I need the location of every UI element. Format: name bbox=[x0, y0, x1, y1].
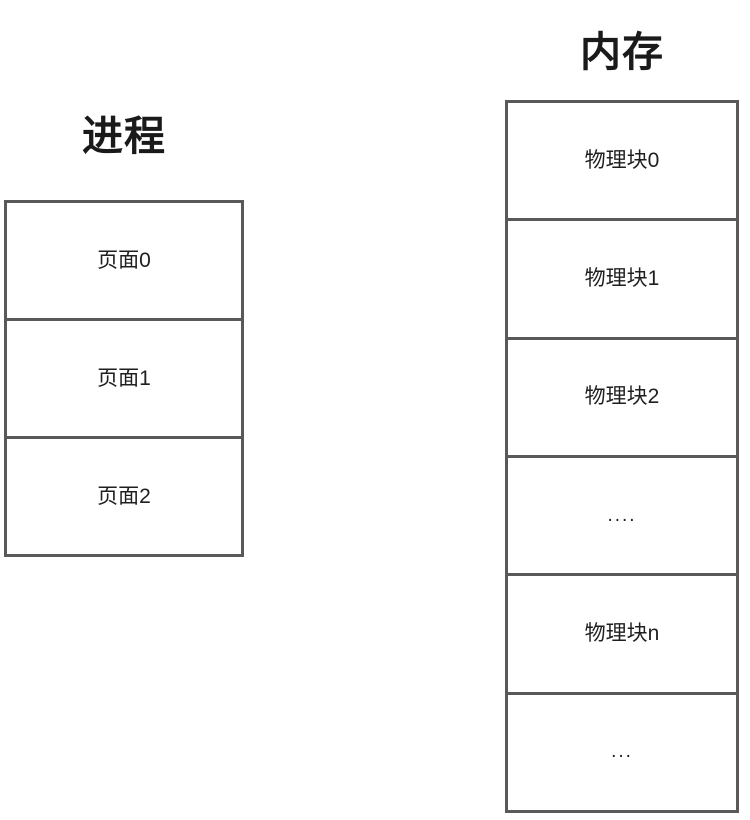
process-block-stack: 页面0 页面1 页面2 bbox=[4, 200, 244, 557]
memory-block-cell-1: 物理块1 bbox=[505, 218, 739, 340]
memory-block-cell-0: 物理块0 bbox=[505, 100, 739, 222]
process-page-cell-0: 页面0 bbox=[4, 200, 244, 321]
process-page-label-1: 页面1 bbox=[97, 366, 151, 390]
memory-block-label-1: 物理块1 bbox=[584, 266, 660, 290]
memory-block-label-0: 物理块0 bbox=[584, 148, 660, 172]
process-page-cell-1: 页面1 bbox=[4, 318, 244, 439]
memory-block-cell-2: 物理块2 bbox=[505, 336, 739, 458]
memory-block-cell-ellipsis-upper: .... bbox=[505, 454, 739, 577]
memory-block-label-2: 物理块2 bbox=[584, 385, 660, 409]
process-column-title: 进程 bbox=[82, 113, 166, 159]
process-page-label-2: 页面2 bbox=[97, 484, 151, 508]
memory-block-label-n: 物理块n bbox=[584, 621, 660, 645]
memory-block-label-ellipsis-upper: .... bbox=[607, 504, 637, 526]
memory-block-label-ellipsis-lower: ... bbox=[611, 741, 633, 763]
memory-block-cell-n: 物理块n bbox=[505, 573, 739, 695]
memory-column-title: 内存 bbox=[580, 29, 664, 75]
process-page-label-0: 页面0 bbox=[97, 248, 151, 272]
memory-block-stack: 物理块0 物理块1 物理块2 .... 物理块n ... bbox=[505, 100, 739, 813]
memory-block-cell-ellipsis-lower: ... bbox=[505, 691, 739, 813]
process-page-cell-2: 页面2 bbox=[4, 436, 244, 557]
